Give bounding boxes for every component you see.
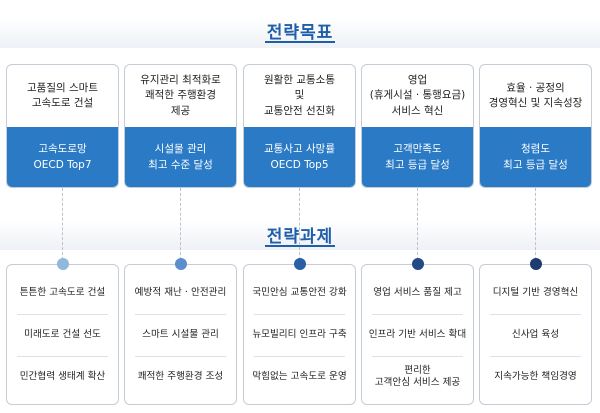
connector-1	[62, 188, 63, 260]
task-5-3: 지속가능한 책임경영	[494, 370, 577, 382]
goal-target-3: 교통사고 사망률 OECD Top5	[244, 127, 355, 187]
task-divider	[254, 314, 345, 315]
goal-target-2: 시설물 관리 최고 수준 달성	[125, 127, 236, 187]
task-card-1: 튼튼한 고속도로 건설 미래도로 건설 선도 민간협력 생태계 확산	[6, 264, 119, 405]
task-card-4: 영업 서비스 품질 제고 인프라 기반 서비스 확대 편리한 고객안심 서비스 …	[361, 264, 474, 405]
task-1-2: 미래도로 건설 선도	[24, 328, 101, 340]
task-card-5: 디지털 기반 경영혁신 신사업 육성 지속가능한 책임경영	[479, 264, 592, 405]
task-5-1: 디지털 기반 경영혁신	[492, 286, 579, 298]
task-divider	[490, 356, 581, 357]
goals-title-underline	[265, 41, 335, 43]
goal-card-4: 영업 (휴게시설 · 통행요금) 서비스 혁신 고객만족도 최고 등급 달성	[361, 64, 474, 188]
goal-text-2: 유지관리 최적화로 쾌적한 주행환경 제공	[140, 74, 221, 117]
task-3-3: 막힘없는 고속도로 운영	[252, 370, 347, 382]
task-divider	[372, 356, 463, 357]
task-2-2: 스마트 시설물 관리	[142, 328, 219, 340]
task-5-2: 신사업 육성	[511, 328, 560, 340]
connector-dot-2	[175, 258, 187, 270]
task-2-1: 예방적 재난 · 안전관리	[134, 286, 227, 298]
task-divider	[372, 314, 463, 315]
task-divider	[254, 356, 345, 357]
tasks-title-underline	[265, 245, 335, 247]
goals-header-band	[0, 18, 600, 48]
goal-text-3: 원활한 교통소통 및 교통안전 선진화	[264, 74, 335, 117]
task-3-2: 뉴모빌리티 인프라 구축	[252, 328, 347, 340]
connector-2	[180, 188, 181, 260]
goal-card-1: 고품질의 스마트 고속도로 건설 고속도로망 OECD Top7	[6, 64, 119, 188]
task-4-3: 편리한 고객안심 서비스 제공	[374, 364, 461, 388]
connector-dot-3	[294, 258, 306, 270]
task-divider	[17, 356, 108, 357]
task-4-1: 영업 서비스 품질 제고	[373, 286, 462, 298]
goal-text-4: 영업 (휴게시설 · 통행요금) 서비스 혁신	[369, 74, 466, 117]
goal-target-5: 청렴도 최고 등급 달성	[480, 127, 591, 187]
task-3-1: 국민안심 교통안전 강화	[252, 286, 347, 298]
task-divider	[17, 314, 108, 315]
goal-text-5: 효율 · 공정의 경영혁신 및 지속성장	[488, 81, 583, 109]
task-card-3: 국민안심 교통안전 강화 뉴모빌리티 인프라 구축 막힘없는 고속도로 운영	[243, 264, 356, 405]
goals-section-title: 전략목표	[266, 23, 334, 43]
connector-3	[299, 188, 300, 260]
connector-dot-1	[57, 258, 69, 270]
goal-card-3: 원활한 교통소통 및 교통안전 선진화 교통사고 사망률 OECD Top5	[243, 64, 356, 188]
goal-card-5: 효율 · 공정의 경영혁신 및 지속성장 청렴도 최고 등급 달성	[479, 64, 592, 188]
task-card-2: 예방적 재난 · 안전관리 스마트 시설물 관리 쾌적한 주행환경 조성	[124, 264, 237, 405]
task-1-3: 민간협력 생태계 확산	[19, 370, 106, 382]
goal-text-1: 고품질의 스마트 고속도로 건설	[27, 81, 98, 109]
goal-card-2: 유지관리 최적화로 쾌적한 주행환경 제공 시설물 관리 최고 수준 달성	[124, 64, 237, 188]
connector-dot-5	[530, 258, 542, 270]
task-1-1: 튼튼한 고속도로 건설	[19, 286, 106, 298]
connector-dot-4	[412, 258, 424, 270]
connector-4	[417, 188, 418, 260]
task-divider	[135, 356, 226, 357]
goal-target-1: 고속도로망 OECD Top7	[7, 127, 118, 187]
connector-5	[535, 188, 536, 260]
tasks-section-title: 전략과제	[266, 227, 334, 247]
task-4-2: 인프라 기반 서비스 확대	[368, 328, 467, 340]
task-2-3: 쾌적한 주행환경 조성	[137, 370, 224, 382]
task-divider	[490, 314, 581, 315]
task-divider	[135, 314, 226, 315]
goal-target-4: 고객만족도 최고 등급 달성	[362, 127, 473, 187]
